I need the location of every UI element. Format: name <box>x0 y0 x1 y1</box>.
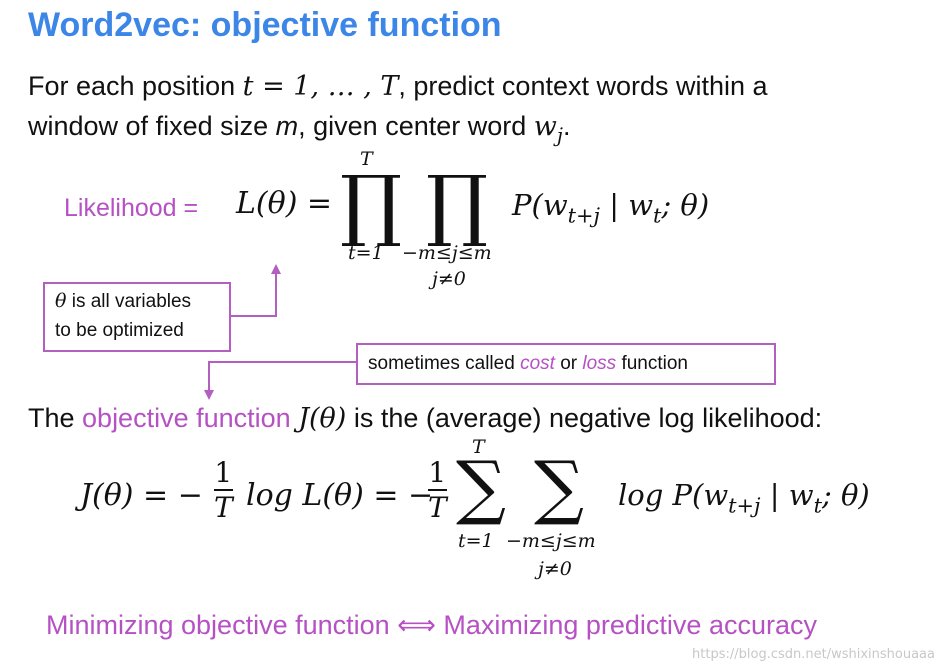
sum2-lower: −m≤j≤m <box>506 530 596 552</box>
sum-symbol-1: ∑ <box>456 446 506 528</box>
intro-text: For each position <box>28 71 236 101</box>
prod1-lower: t=1 <box>348 242 384 264</box>
prod2-lower-2: j≠0 <box>432 268 466 290</box>
intro-line-1: For each position t = 1, … , T, predict … <box>28 66 768 107</box>
theta-note-line-2: to be optimized <box>55 320 184 341</box>
cost-note-text: sometimes called cost or loss function <box>368 353 688 374</box>
page-title: Word2vec: objective function <box>28 6 502 44</box>
objective-term: log P(wt+j | wt; θ) <box>618 478 870 518</box>
objective-math: J(θ) <box>298 403 347 434</box>
objective-log-part: log L(θ) = − <box>246 478 434 513</box>
intro-line-2: window of fixed size m, given center wor… <box>28 106 570 156</box>
intro-m: m <box>275 111 299 141</box>
product-symbol-2: ∏ <box>426 160 489 250</box>
intro-text-2: window of fixed size <box>28 111 269 141</box>
sum-symbol-2: ∑ <box>534 446 584 528</box>
product-symbol-1: ∏ <box>340 160 403 250</box>
intro-text-rest: , predict context words within a <box>398 71 768 101</box>
likelihood-lhs: L(θ) = <box>236 186 333 221</box>
prod2-lower: −m≤j≤m <box>402 242 492 264</box>
intro-period: . <box>562 111 571 141</box>
objective-lhs: J(θ) = − <box>80 478 203 513</box>
watermark: https://blog.csdn.net/wshixinshouaaa <box>692 647 935 662</box>
sum1-upper: T <box>472 436 485 458</box>
cost-note-box: sometimes called cost or loss function <box>356 343 776 385</box>
objective-function-term: objective function <box>82 403 291 433</box>
sum2-lower-2: j≠0 <box>538 558 572 580</box>
likelihood-label: Likelihood = <box>64 194 199 222</box>
center-word: wj <box>533 111 563 147</box>
sum1-lower: t=1 <box>458 530 494 552</box>
theta-note-line-1: θ is all variables <box>55 290 192 312</box>
theta-note-box: θ is all variables to be optimized <box>43 282 231 352</box>
prod1-upper: T <box>360 148 373 170</box>
likelihood-term: P(wt+j | wt; θ) <box>512 188 710 228</box>
intro-math-range: t = 1, … , T <box>242 71 399 102</box>
intro-text-3: , given center word <box>298 111 527 141</box>
conclusion-text: Minimizing objective function ⟺ Maximizi… <box>46 610 817 640</box>
objective-sentence: The objective function J(θ) is the (aver… <box>28 403 823 434</box>
